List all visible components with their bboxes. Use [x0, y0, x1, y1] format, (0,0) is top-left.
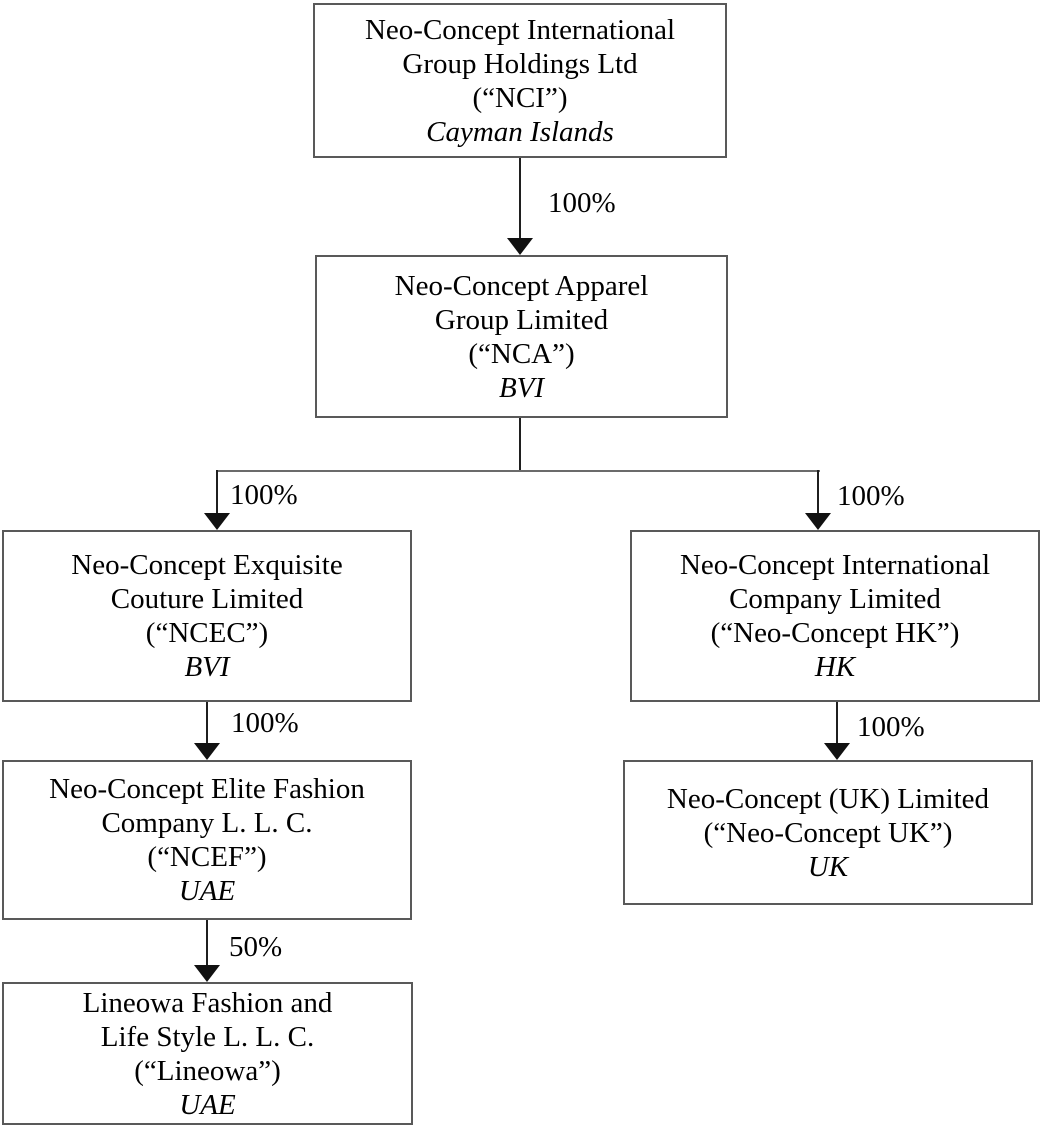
connector-ncec-ncef: [206, 702, 208, 745]
ownership-label-nca-ncec: 100%: [230, 479, 298, 511]
company-jurisdiction: BVI: [498, 371, 545, 404]
company-jurisdiction: UAE: [178, 875, 236, 907]
company-name-line: Group Holdings Ltd: [402, 47, 638, 80]
org-node-lineowa: Lineowa Fashion and Life Style L. L. C. …: [2, 982, 413, 1125]
company-abbreviation: (“Neo-Concept HK”): [710, 617, 960, 649]
company-name-line: Neo-Concept Exquisite: [71, 549, 343, 581]
arrowhead-down-hk: [805, 513, 831, 530]
company-name-line: Neo-Concept Elite Fashion: [49, 773, 365, 805]
company-name-line: Company L. L. C.: [101, 807, 313, 839]
connector-branch-ncec: [216, 470, 218, 515]
company-jurisdiction: Cayman Islands: [426, 115, 614, 148]
org-node-neo-concept-hk: Neo-Concept International Company Limite…: [630, 530, 1040, 702]
arrowhead-down-ncef: [194, 743, 220, 760]
company-name-line: Company Limited: [729, 583, 941, 615]
company-abbreviation: (“NCEF”): [147, 841, 267, 873]
ownership-label-hk-uk: 100%: [857, 711, 925, 743]
company-name-line: Group Limited: [434, 303, 609, 336]
org-node-nca: Neo-Concept Apparel Group Limited (“NCA”…: [315, 255, 728, 418]
org-node-ncec: Neo-Concept Exquisite Couture Limited (“…: [2, 530, 412, 702]
company-name-line: Neo-Concept Apparel: [394, 269, 649, 302]
ownership-label-nca-hk: 100%: [837, 480, 905, 512]
org-node-neo-concept-uk: Neo-Concept (UK) Limited (“Neo-Concept U…: [623, 760, 1033, 905]
connector-ncef-lineowa: [206, 920, 208, 967]
org-node-ncef: Neo-Concept Elite Fashion Company L. L. …: [2, 760, 412, 920]
arrowhead-down-ncec: [204, 513, 230, 530]
company-jurisdiction: UK: [807, 850, 849, 883]
company-abbreviation: (“NCI”): [472, 81, 568, 114]
arrowhead-down-lineowa: [194, 965, 220, 982]
company-name-line: Neo-Concept International: [679, 549, 991, 581]
ownership-label-nci-nca: 100%: [548, 187, 616, 219]
company-abbreviation: (“Lineowa”): [134, 1054, 281, 1087]
company-name-line: Neo-Concept (UK) Limited: [666, 782, 990, 815]
company-name-line: Couture Limited: [110, 583, 304, 615]
connector-branch-hk: [817, 470, 819, 515]
company-abbreviation: (“NCEC”): [145, 617, 269, 649]
org-node-nci: Neo-Concept International Group Holdings…: [313, 3, 727, 158]
company-abbreviation: (“NCA”): [468, 337, 575, 370]
connector-nci-nca: [519, 158, 521, 240]
company-abbreviation: (“Neo-Concept UK”): [703, 816, 953, 849]
company-jurisdiction: HK: [814, 651, 856, 683]
ownership-label-ncec-ncef: 100%: [231, 707, 299, 739]
company-jurisdiction: BVI: [184, 651, 230, 683]
company-jurisdiction: UAE: [179, 1088, 236, 1121]
company-name-line: Neo-Concept International: [364, 13, 676, 46]
company-name-line: Life Style L. L. C.: [100, 1020, 315, 1053]
connector-branch-horizontal: [216, 470, 820, 472]
connector-nca-branch: [519, 418, 521, 471]
connector-hk-uk: [836, 702, 838, 745]
arrowhead-down-nca: [507, 238, 533, 255]
arrowhead-down-uk: [824, 743, 850, 760]
ownership-label-ncef-lineowa: 50%: [229, 931, 283, 963]
company-name-line: Lineowa Fashion and: [82, 986, 333, 1019]
